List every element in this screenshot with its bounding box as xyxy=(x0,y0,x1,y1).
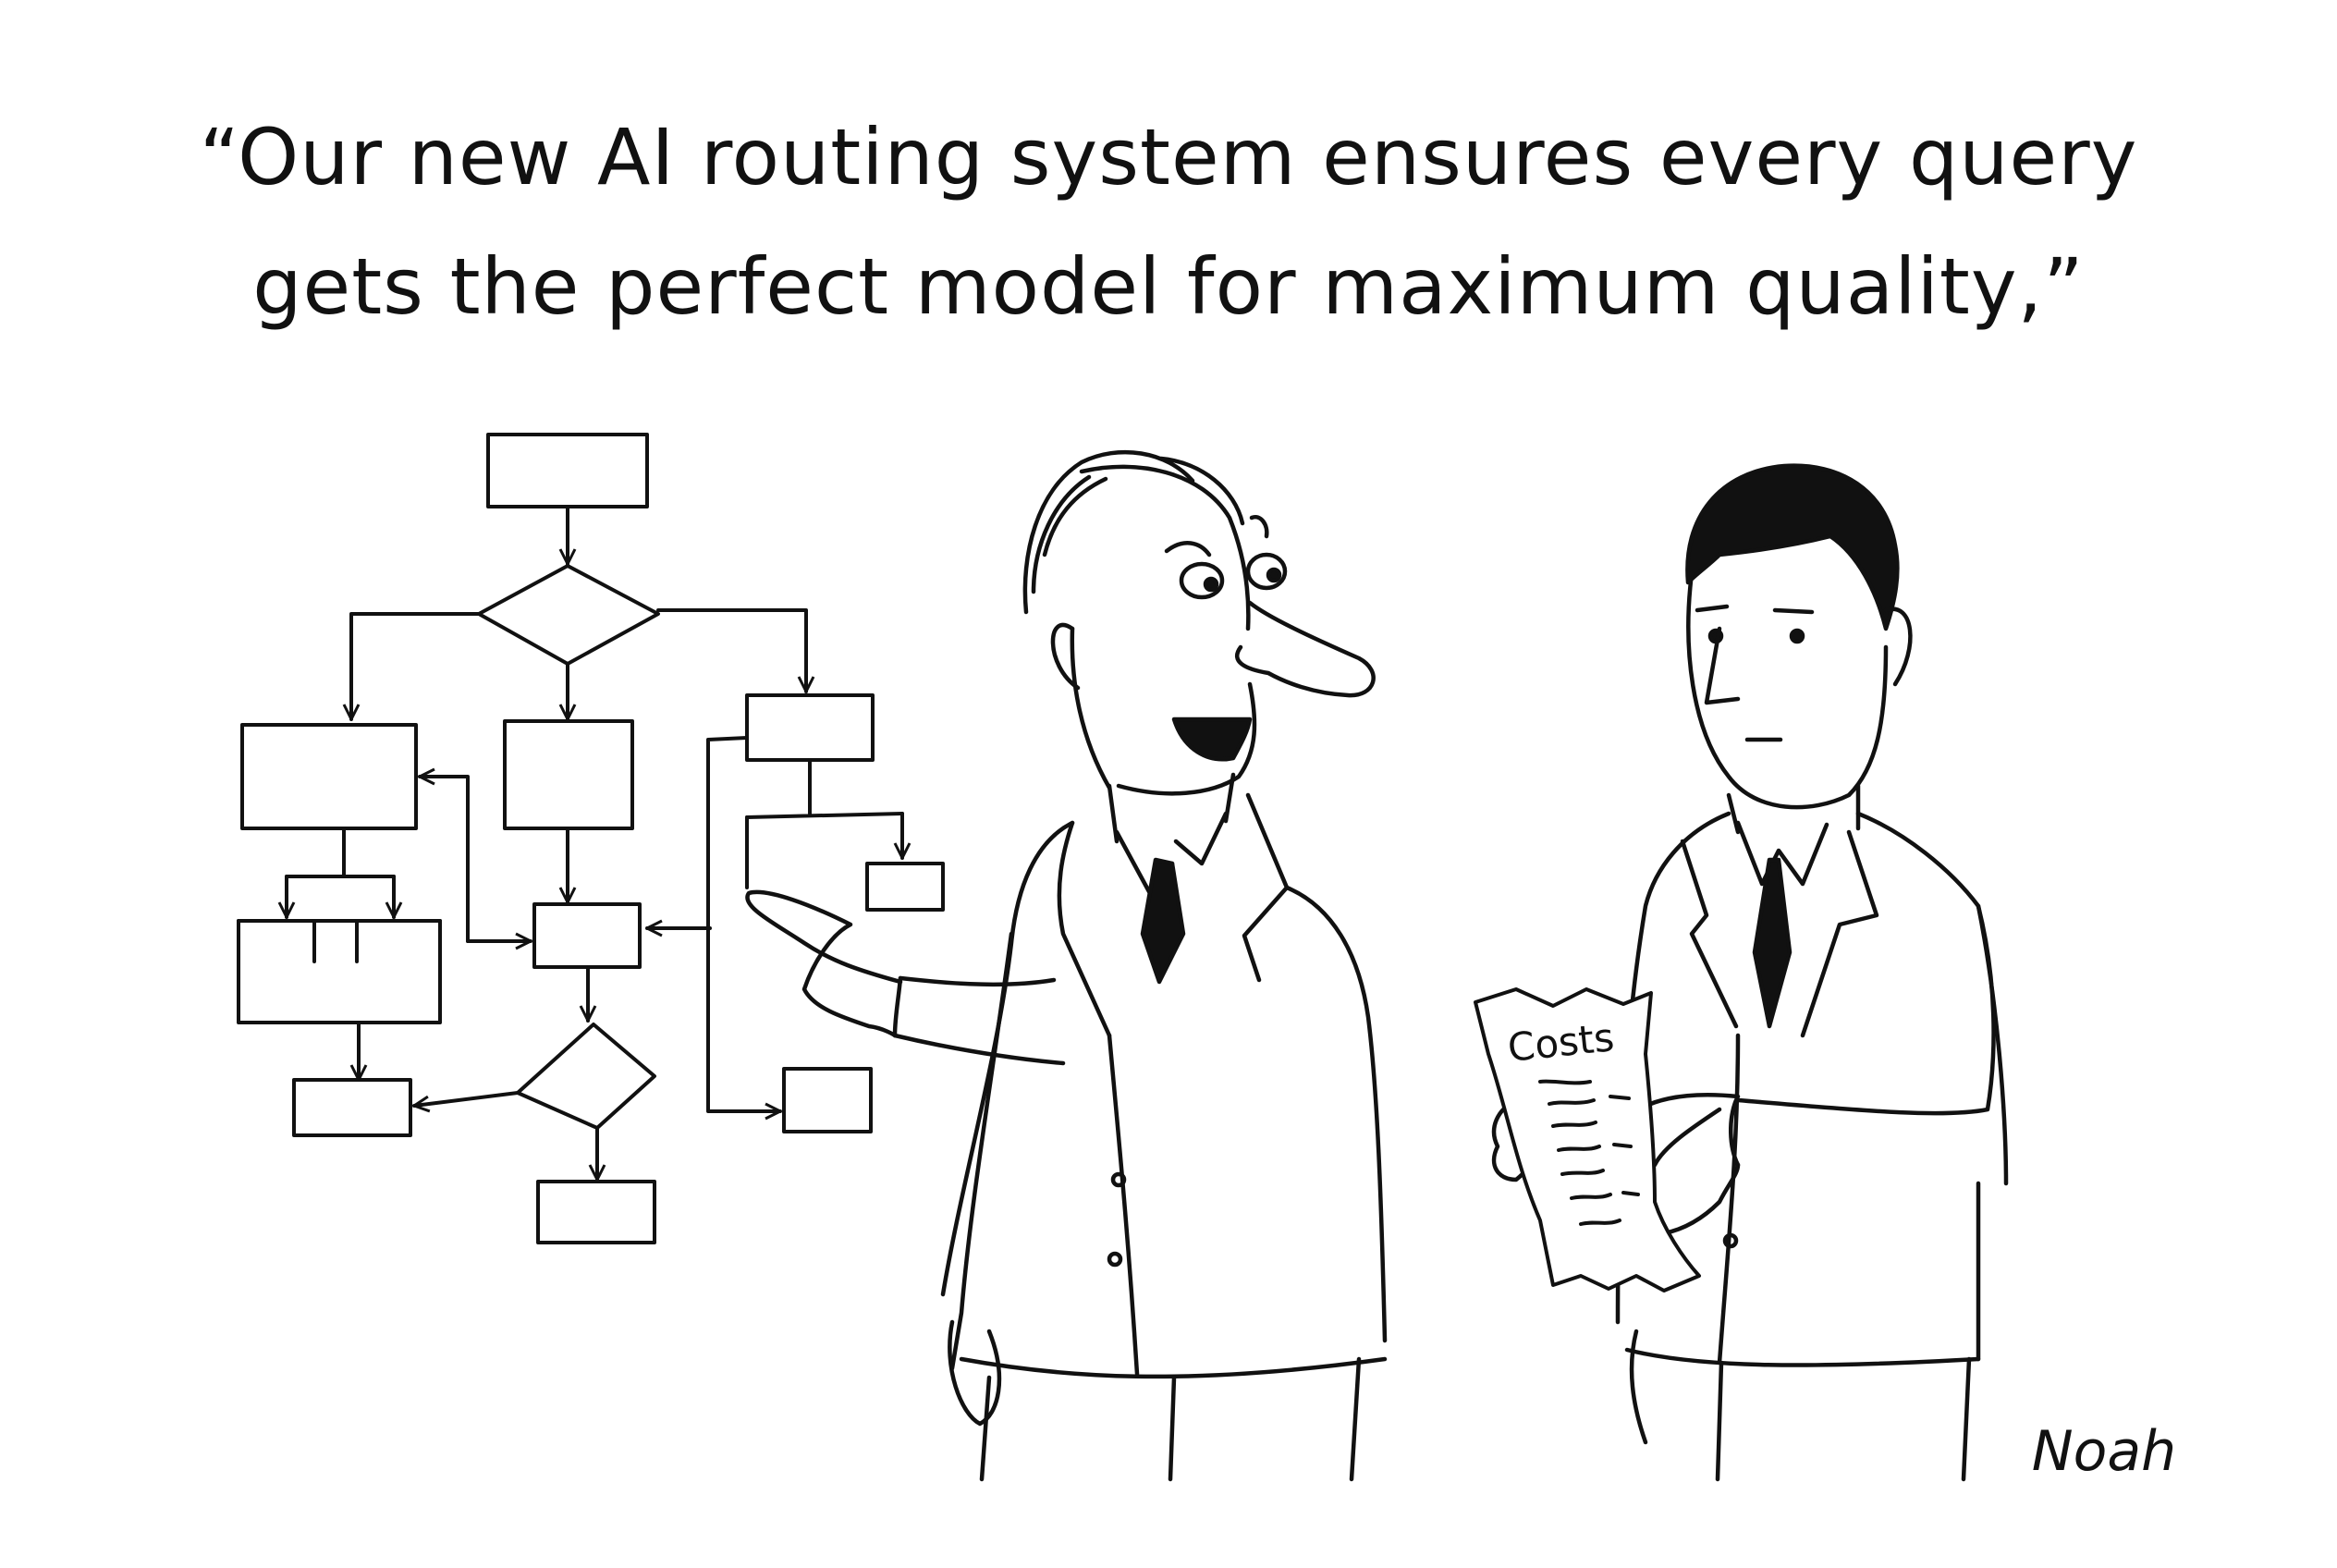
artist-signature: Noah xyxy=(2032,1419,2176,1484)
flowchart-diagram xyxy=(237,433,945,1244)
caption-line-1: “Our new AI routing system ensures every… xyxy=(199,112,2138,202)
flowchart-decision-diamond xyxy=(477,564,660,666)
flowchart-box-bottom-right xyxy=(782,1067,873,1133)
flowchart-box-center xyxy=(532,902,642,969)
flowchart-box-top xyxy=(486,433,649,508)
flowchart-box-middle xyxy=(503,719,634,830)
listener-hair-icon xyxy=(1685,463,1900,631)
costs-receipt xyxy=(1474,987,1701,1292)
listener-man xyxy=(1491,463,2009,1482)
flowchart-box-right-small xyxy=(865,862,945,912)
caption-line-2: gets the perfect model for maximum quali… xyxy=(252,241,2085,332)
presenter-button-icon xyxy=(1110,1171,1127,1188)
presenter-eye-icon xyxy=(1179,561,1225,600)
flowchart-decision-diamond-lower xyxy=(516,1023,656,1130)
presenter-nose-icon xyxy=(1234,600,1376,698)
receipt-label: Costs xyxy=(1506,1014,1617,1071)
flowchart-box-left-lower xyxy=(237,919,442,1024)
presenter-pointing-hand-icon xyxy=(745,889,903,1038)
presenter-ear-icon xyxy=(1050,622,1081,691)
flowchart-box-bottom-left xyxy=(292,1078,412,1137)
presenter-man xyxy=(745,449,1388,1482)
flowchart-box-bottom-center xyxy=(536,1180,656,1244)
presenter-mouth-icon xyxy=(1171,717,1253,762)
flowchart-box-left xyxy=(240,723,418,830)
flowchart-box-right xyxy=(745,693,875,762)
